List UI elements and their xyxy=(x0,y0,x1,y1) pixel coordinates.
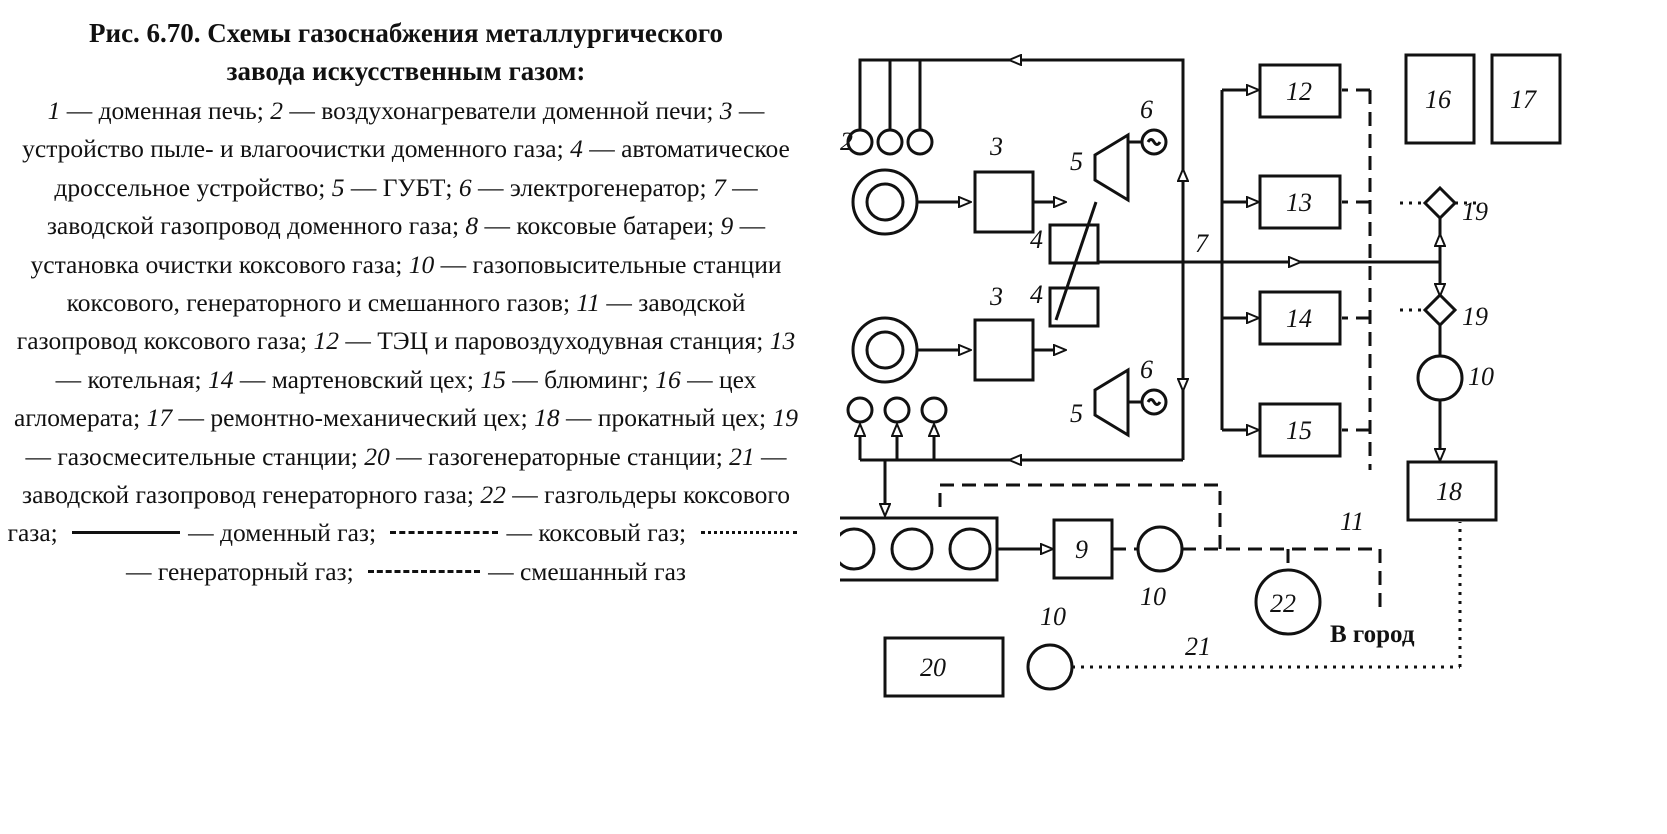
block-15 xyxy=(1258,402,1342,458)
cleaner-bottom xyxy=(973,318,1035,382)
legend-item: 21 — заводской газопровод генераторного … xyxy=(22,441,787,510)
label-turbine-top: 5 xyxy=(1070,147,1083,176)
label-furnace-bottom: 1 xyxy=(840,337,841,366)
booster-gen xyxy=(1026,643,1074,691)
legend-item: 11 — заводской газопровод коксового газа… xyxy=(16,288,746,356)
label-block-18: 18 xyxy=(1436,477,1462,506)
label-generator-bottom: 6 xyxy=(1140,355,1153,384)
block-16 xyxy=(1404,53,1476,145)
label-throttle-bottom: 4 xyxy=(1030,280,1043,309)
block-14 xyxy=(1258,290,1342,346)
mixer-top xyxy=(1422,185,1458,221)
legend-item: 10 — газоповысительные станции коксового… xyxy=(66,249,782,318)
label-block-14: 14 xyxy=(1286,304,1312,333)
legend-item: 5 — ГУБТ; xyxy=(331,172,453,202)
figure-title: Рис. 6.70. Схемы газоснабжения металлург… xyxy=(6,14,806,90)
dotted-line-symbol xyxy=(700,531,797,535)
heater-top-3 xyxy=(906,128,934,156)
figure-title-line2: завода искусственным газом: xyxy=(226,56,586,86)
throttle-bottom xyxy=(1048,286,1100,328)
label-holder-22: 22 xyxy=(1270,589,1296,618)
legend-item: 4 — автоматическое дроссельное устройств… xyxy=(54,134,790,202)
label-block-16: 16 xyxy=(1425,85,1451,114)
legend-item: 18 — прокатный цех; xyxy=(534,403,767,433)
turbine-bottom xyxy=(1093,367,1130,438)
figure-title-line1: Рис. 6.70. Схемы газоснабжения металлург… xyxy=(89,18,723,48)
line-type-label: — доменный газ; xyxy=(188,518,377,548)
line-type-label: — коксовый газ; xyxy=(506,518,687,548)
legend-item: 22 — газгольдеры коксового газа; xyxy=(7,480,790,548)
coke-batteries xyxy=(840,516,999,582)
gas-generator-20 xyxy=(883,636,1005,698)
label-turbine-bottom: 5 xyxy=(1070,399,1083,428)
label-clean-9: 9 xyxy=(1075,535,1088,564)
gas-supply-diagram: 2 1 3 4 5 6 7 4 3 1 6 5 2 8 9 10 11 22 1… xyxy=(840,53,1562,698)
legend-item: 8 — коксовые батареи; xyxy=(465,211,715,241)
mixer-bottom xyxy=(1422,292,1458,328)
legend-item: 14 — мартеновский цех; xyxy=(207,364,474,394)
label-block-13: 13 xyxy=(1286,188,1312,217)
heater-top-1 xyxy=(846,128,874,156)
label-cleaner-top: 3 xyxy=(989,132,1003,161)
dash-dot-line-symbol xyxy=(368,569,481,573)
blast-furnace-bottom xyxy=(851,316,919,384)
legend-item: 16 — цех агломерата; xyxy=(14,364,757,433)
figure-caption: Рис. 6.70. Схемы газоснабжения металлург… xyxy=(6,14,806,591)
turbine-top xyxy=(1093,132,1130,203)
booster-mixed xyxy=(1416,354,1464,402)
label-block-20: 20 xyxy=(920,653,946,682)
legend-item: 12 — ТЭЦ и паровоздуходувная станция; xyxy=(313,326,764,356)
label-block-17: 17 xyxy=(1510,85,1537,114)
legend-item: 3 — устройство пыле- и влагоочистки доме… xyxy=(22,96,765,164)
label-generator-top: 6 xyxy=(1140,95,1153,124)
line-type-label: — генераторный газ; xyxy=(125,556,354,586)
legend-item: 6 — электрогенератор; xyxy=(458,172,707,202)
heater-bottom-1 xyxy=(846,396,874,424)
label-booster-mixed: 10 xyxy=(1468,362,1494,391)
legend-item: 20 — газогенераторные станции; xyxy=(364,441,723,471)
blast-furnace-top xyxy=(851,168,919,236)
legend-item: 7 — заводской газопровод доменного газа; xyxy=(46,172,758,241)
heater-top-2 xyxy=(876,128,904,156)
block-18 xyxy=(1406,460,1498,522)
label-cleaner-bottom: 3 xyxy=(989,282,1003,311)
booster-coke xyxy=(1136,525,1184,573)
block-13 xyxy=(1258,174,1342,230)
throttle-top xyxy=(1048,223,1100,265)
gas-holder-22 xyxy=(1254,568,1322,636)
label-booster-gen: 10 xyxy=(1040,602,1066,631)
legend-item: 1 — доменная печь; xyxy=(47,96,264,125)
line-type-label: — смешанный газ xyxy=(488,556,686,586)
label-booster-coke: 10 xyxy=(1140,582,1166,611)
legend-item: 17 — ремонтно-механический цех; xyxy=(146,403,528,433)
legend-item: 13 — котельная; xyxy=(55,326,796,394)
legend-item: 19 — газосмесительные станции; xyxy=(25,403,798,471)
label-pipe-7: 7 xyxy=(1195,229,1209,258)
label-pipe-11: 11 xyxy=(1340,507,1364,536)
label-block-15: 15 xyxy=(1286,416,1312,445)
cleaner-top xyxy=(973,170,1035,234)
block-12 xyxy=(1258,63,1342,119)
legend-item: 9 — установка очистки коксового газа; xyxy=(30,211,766,279)
solid-line-symbol xyxy=(72,531,181,535)
label-furnace-top: 1 xyxy=(840,189,841,218)
heater-bottom-3 xyxy=(920,396,948,424)
label-mixer-top: 19 xyxy=(1462,197,1488,226)
label-to-city: В город xyxy=(1330,621,1415,648)
label-throttle-top: 4 xyxy=(1030,225,1043,254)
label-pipe-21: 21 xyxy=(1185,632,1211,661)
block-17 xyxy=(1490,53,1562,145)
figure-legend: 1 — доменная печь; 2 — воздухонагревател… xyxy=(6,92,806,591)
dashed-line-symbol xyxy=(390,531,499,535)
label-heaters-top: 2 xyxy=(840,127,853,156)
label-block-12: 12 xyxy=(1286,77,1312,106)
heater-bottom-2 xyxy=(883,396,911,424)
legend-item: 15 — блюминг; xyxy=(480,364,649,394)
legend-item: 2 — воздухонагреватели доменной печи; xyxy=(270,96,714,125)
label-mixer-bottom: 19 xyxy=(1462,302,1488,331)
